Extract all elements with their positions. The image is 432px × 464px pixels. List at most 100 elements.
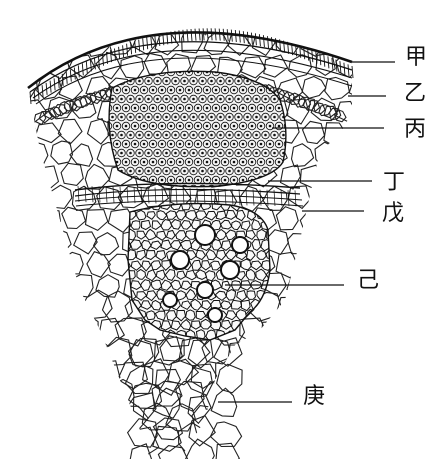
parenchyma-cell <box>202 337 232 364</box>
phloem-cell-dot <box>260 161 262 163</box>
phloem-cell-dot <box>242 161 244 163</box>
phloem-cell-dot <box>206 179 208 181</box>
parenchyma-cell <box>327 211 348 235</box>
parenchyma-cell <box>1 272 23 295</box>
phloem-cell-dot <box>224 107 226 109</box>
phloem-cell-dot <box>224 89 226 91</box>
parenchyma-cell <box>338 141 362 164</box>
phloem-cell-dot <box>139 134 141 136</box>
phloem-cell-dot <box>251 143 253 145</box>
parenchyma-cell <box>295 425 324 454</box>
parenchyma-cell <box>344 339 373 368</box>
xylem-cell <box>121 320 131 330</box>
parenchyma-cell <box>88 119 110 144</box>
phloem-cell-dot <box>161 89 163 91</box>
phloem-cell-dot <box>251 89 253 91</box>
phloem-cell-dot <box>247 152 249 154</box>
phloem-cell-dot <box>134 107 136 109</box>
parenchyma-cell <box>33 293 59 320</box>
phloem-cell-dot <box>179 89 181 91</box>
phloem-cell-dot <box>193 170 195 172</box>
phloem-tissue <box>104 68 292 193</box>
phloem-cell-dot <box>265 152 267 154</box>
phloem-cell-dot <box>116 89 118 91</box>
phloem-cell-dot <box>134 125 136 127</box>
phloem-cell-dot <box>197 107 199 109</box>
parenchyma-cell <box>55 293 84 322</box>
parenchyma-cell <box>61 34 86 56</box>
phloem-cell-dot <box>107 143 109 145</box>
parenchyma-cell <box>315 185 339 208</box>
pith-cell <box>216 443 239 459</box>
parenchyma-cell <box>86 210 108 231</box>
phloem-cell-dot <box>274 152 276 154</box>
parenchyma-cell <box>22 363 53 392</box>
phloem-cell-dot <box>184 80 186 82</box>
phloem-cell-dot <box>197 143 199 145</box>
phloem-cell-dot <box>161 125 163 127</box>
phloem-cell-dot <box>152 89 154 91</box>
parenchyma-cell <box>11 208 36 232</box>
pith-cell <box>217 364 243 393</box>
xylem-tissue <box>120 199 276 340</box>
phloem-cell-dot <box>238 152 240 154</box>
phloem-cell-dot <box>269 125 271 127</box>
phloem-cell-dot <box>278 71 280 73</box>
phloem-cell-dot <box>161 107 163 109</box>
parenchyma-cell <box>47 228 71 251</box>
parenchyma-cell <box>263 357 290 388</box>
phloem-cell-dot <box>224 125 226 127</box>
phloem-cell-dot <box>170 161 172 163</box>
phloem-cell <box>284 176 292 184</box>
parenchyma-cell <box>311 233 336 254</box>
phloem-cell-dot <box>175 134 177 136</box>
phloem-cell-dot <box>202 80 204 82</box>
phloem-cell-dot <box>166 80 168 82</box>
phloem-cell-dot <box>251 71 253 73</box>
phloem-cell-dot <box>278 125 280 127</box>
phloem-cell-dot <box>166 116 168 118</box>
label-geng: 庚 <box>303 385 325 409</box>
phloem-cell-dot <box>197 71 199 73</box>
parenchyma-cell <box>144 53 166 74</box>
phloem-cell-dot <box>116 179 118 181</box>
phloem-cell-dot <box>166 170 168 172</box>
phloem-cell-dot <box>238 116 240 118</box>
parenchyma-cell <box>285 316 314 346</box>
parenchyma-cell <box>322 379 350 407</box>
phloem-cell-dot <box>179 107 181 109</box>
phloem-cell-dot <box>193 80 195 82</box>
phloem-cell-dot <box>125 161 127 163</box>
xylem-cell <box>257 209 267 219</box>
phloem-cell-dot <box>220 134 222 136</box>
phloem-cell-dot <box>157 116 159 118</box>
phloem-cell-dot <box>179 143 181 145</box>
phloem-cell-dot <box>274 134 276 136</box>
parenchyma-cell <box>15 121 37 141</box>
parenchyma-cell <box>12 35 34 54</box>
phloem-cell-dot <box>229 134 231 136</box>
phloem-cell-dot <box>121 116 123 118</box>
parenchyma-cell <box>302 77 326 99</box>
phloem-cell-dot <box>107 161 109 163</box>
phloem-cell-dot <box>134 89 136 91</box>
parenchyma-cell <box>0 12 24 33</box>
phloem-cell-dot <box>287 71 289 73</box>
phloem-cell-dot <box>269 161 271 163</box>
parenchyma-cell <box>240 10 261 32</box>
xylem-vessel <box>221 261 239 279</box>
phloem-cell-dot <box>184 116 186 118</box>
parenchyma-cell <box>248 381 278 410</box>
phloem-cell-dot <box>116 161 118 163</box>
phloem-cell-dot <box>125 89 127 91</box>
parenchyma-cell <box>0 184 21 208</box>
parenchyma-cell <box>286 405 315 432</box>
phloem-cell-dot <box>256 116 258 118</box>
phloem-cell-dot <box>188 107 190 109</box>
phloem-cell-dot <box>220 98 222 100</box>
parenchyma-cell <box>87 252 110 278</box>
parenchyma-cell <box>50 11 74 31</box>
parenchyma-cell <box>34 340 63 368</box>
parenchyma-cell <box>55 337 85 366</box>
phloem-cell-dot <box>238 98 240 100</box>
